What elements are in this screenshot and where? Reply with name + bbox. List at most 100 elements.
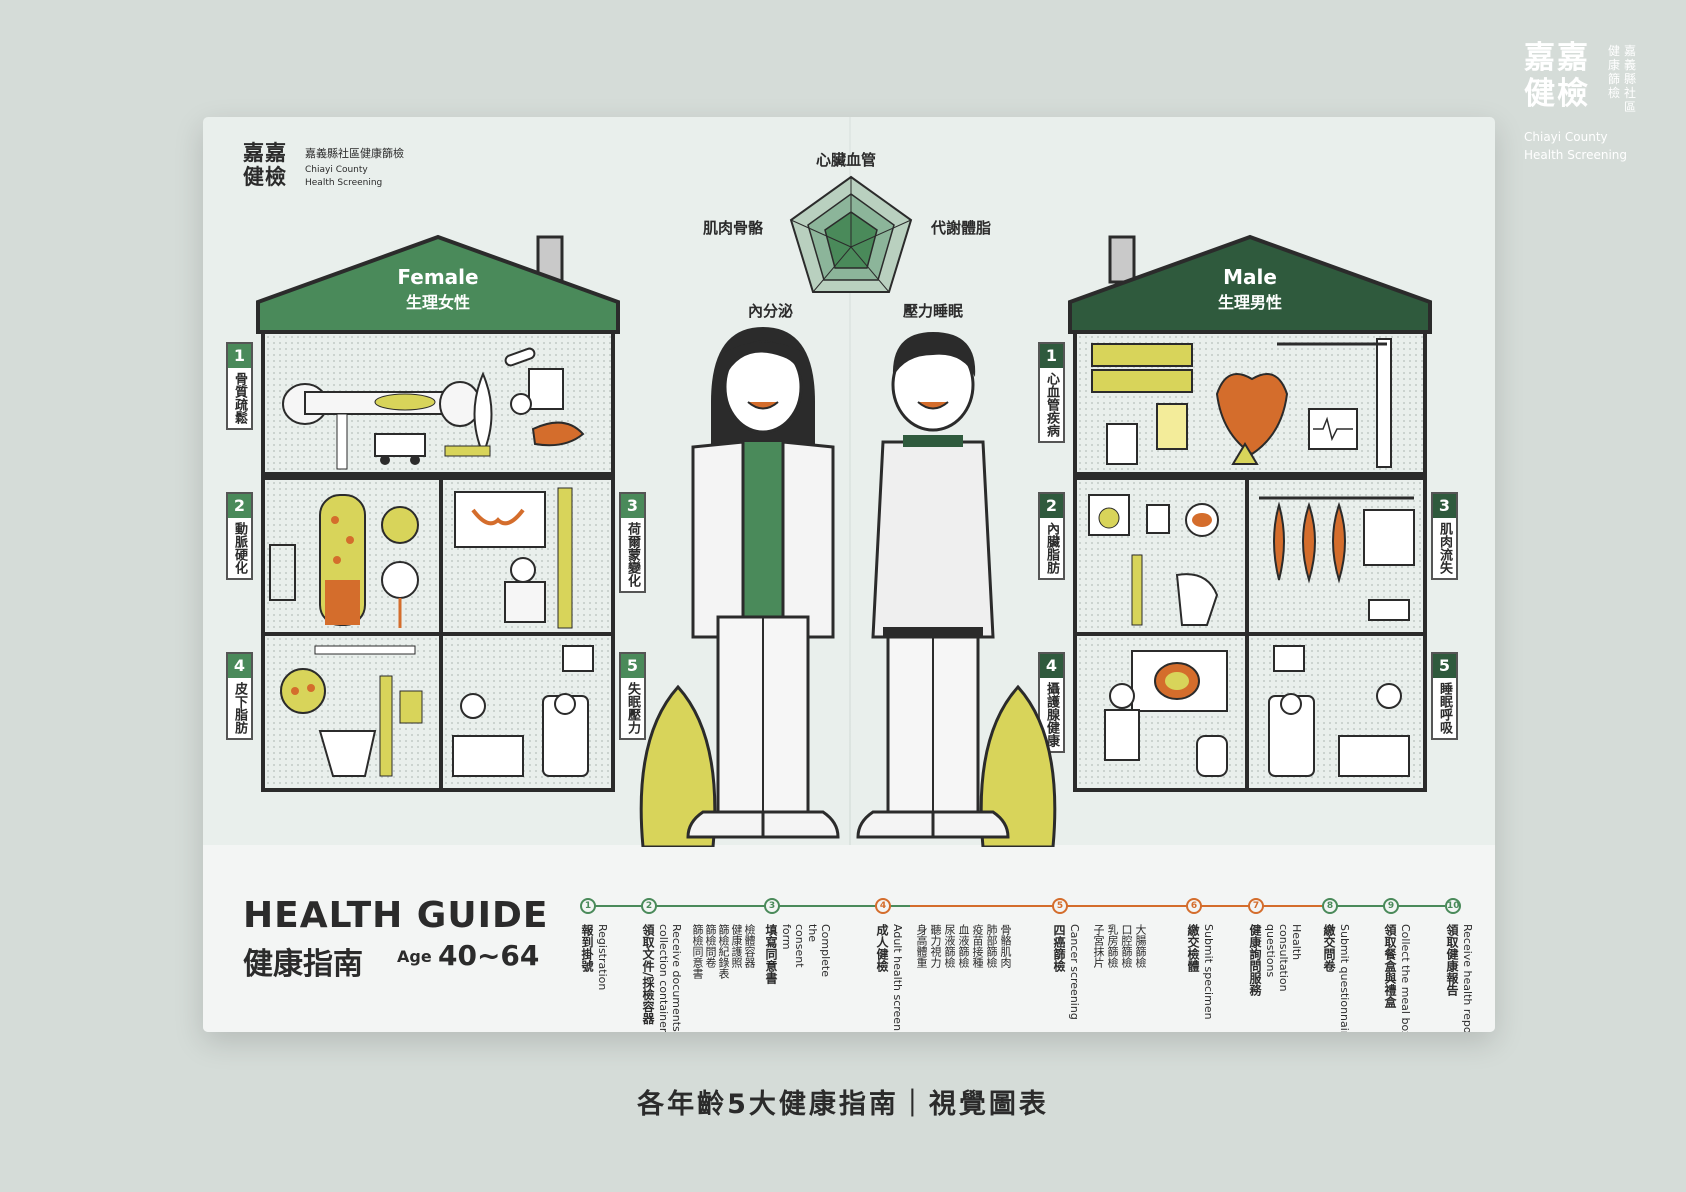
step-6-zh: 繳交檢體: [1186, 924, 1200, 972]
page-caption: 各年齡5大健康指南｜視覺圖表: [637, 1089, 1049, 1120]
guide-title-en: HEALTH GUIDE: [243, 895, 549, 936]
step-4-item-2: 聽力視力: [929, 924, 942, 968]
step-6-number: 6: [1186, 898, 1202, 914]
poster-logo-line1: 嘉嘉: [243, 141, 287, 165]
insomnia-stress-illustration-icon: [452, 645, 594, 777]
male-tag-2-num: 2: [1040, 494, 1063, 518]
female-tag-1-num: 1: [228, 344, 251, 368]
male-tag-1-num: 1: [1040, 344, 1063, 368]
step-4-number: 4: [875, 898, 891, 914]
female-tag-5-num: 5: [621, 654, 644, 678]
step-5-zh: 四癌篩檢: [1052, 924, 1066, 972]
step-3-number: 3: [764, 898, 780, 914]
male-tag-3: 3 肌肉流失: [1431, 492, 1458, 580]
guide-age-range: 40~64: [438, 939, 540, 972]
brand-en-line1: Chiayi County: [1524, 130, 1608, 144]
step-5-item-2: 乳房篩檢: [1106, 924, 1119, 968]
brand-header: 嘉嘉 健檢 嘉義縣社區 健康篩檢 Chiayi County Health Sc…: [1524, 40, 1636, 162]
male-title-zh: 生理男性: [1217, 293, 1282, 312]
poster-org: 嘉義縣社區健康篩檢 Chiayi County Health Screening: [305, 147, 404, 190]
step-4-item-6: 肺部篩檢: [985, 924, 998, 968]
step-8-zh: 繳交問卷: [1322, 924, 1336, 972]
step-6-en: Submit specimen: [1202, 924, 1215, 1020]
step-4-item-1: 身高體重: [915, 924, 928, 968]
step-2-item-3: 篩檢紀錄表: [717, 924, 730, 979]
step-2-item-5: 篩檢同意書: [691, 924, 704, 979]
step-2-item-2: 健康護照: [730, 924, 743, 968]
guide-age-label: Age: [397, 947, 432, 966]
male-tag-2: 2 內臟脂肪: [1038, 492, 1065, 580]
step-2-zh: 領取文件/採檢容器: [641, 924, 655, 1025]
male-floor-3: [1245, 476, 1427, 636]
female-house-title: Female 生理女性: [358, 265, 518, 313]
step-2-item-4: 篩檢問卷: [704, 924, 717, 968]
step-9-en: Collect the meal box: [1399, 924, 1412, 1032]
sleep-breathing-illustration-icon: [1268, 645, 1410, 777]
female-figure-icon: [686, 327, 840, 839]
step-7-zh: 健康詢問服務: [1248, 924, 1262, 996]
muscle-loss-illustration-icon: [1259, 496, 1415, 621]
poster-org-en-2: Health Screening: [305, 178, 383, 188]
steps-timeline: [588, 905, 1445, 907]
brand-english-name: Chiayi County Health Screening: [1524, 128, 1664, 164]
step-8-number: 8: [1322, 898, 1338, 914]
step-10-en: Receive health report: [1461, 924, 1474, 1032]
pentagon-label-bottom-right: 壓力睡眠: [903, 302, 964, 320]
step-10-number: 10: [1445, 898, 1461, 914]
brand-en-line2: Health Screening: [1524, 148, 1628, 162]
pentagon-label-left: 肌肉骨骼: [703, 219, 764, 237]
brand-logo: 嘉嘉 健檢: [1524, 40, 1590, 112]
subcutaneous-fat-illustration-icon: [280, 645, 423, 777]
female-title-zh: 生理女性: [405, 293, 470, 312]
poster-logo-line2: 健檢: [243, 165, 287, 189]
pentagon-label-right: 代謝體脂: [931, 219, 992, 237]
step-4-item-3: 尿液篩檢: [943, 924, 956, 968]
brand-logo-line2: 健檢: [1524, 76, 1590, 112]
step-2-en: Receive documents / collection container: [657, 924, 683, 1032]
male-floor-4: [1073, 632, 1249, 792]
step-4-en: Adult health screening: [891, 924, 904, 1032]
brand-logo-line1: 嘉嘉: [1524, 40, 1590, 76]
step-3-en: Complete the consent form: [780, 924, 832, 978]
step-4-item-5: 疫苗接種: [971, 924, 984, 968]
brand-vertical-text-2: 健康篩檢: [1608, 44, 1621, 100]
step-5-item-1: 子宮抹片: [1092, 924, 1105, 968]
bone-density-illustration-icon: [282, 347, 585, 470]
male-tag-4: 4 攝護腺健康: [1038, 652, 1065, 753]
poster-org-en-1: Chiayi County: [305, 165, 368, 175]
step-4-item-4: 血液篩檢: [957, 924, 970, 968]
hormone-change-illustration-icon: [454, 487, 573, 629]
step-2-item-1: 檢體容器: [743, 924, 756, 968]
pentagon-radar-icon: [789, 175, 913, 293]
step-9-zh: 領取餐盒與禮盒: [1383, 924, 1397, 1008]
female-tag-4-label: 皮下脂肪: [232, 682, 247, 734]
poster-logo: 嘉嘉 健檢: [243, 141, 287, 189]
female-floor-1: [261, 330, 615, 476]
male-tag-4-num: 4: [1040, 654, 1063, 678]
step-8-en: Submit questionnaire: [1338, 924, 1351, 1032]
male-tag-2-label: 內臟脂肪: [1044, 522, 1059, 574]
male-tag-3-label: 肌肉流失: [1437, 522, 1452, 574]
arteriosclerosis-illustration-icon: [269, 494, 419, 628]
step-9-number: 9: [1383, 898, 1399, 914]
male-tag-4-label: 攝護腺健康: [1044, 682, 1059, 747]
step-3-zh: 填寫同意書: [764, 924, 778, 984]
step-4-item-7: 骨骼肌肉: [999, 924, 1012, 968]
pentagon-label-top: 心臟血管: [816, 151, 877, 169]
step-7-en: Health consultation questions: [1264, 924, 1303, 992]
cardiovascular-illustration-icon: [1091, 338, 1392, 468]
step-5-item-3: 口腔篩檢: [1120, 924, 1133, 968]
female-tag-1-label: 骨質疏鬆: [232, 372, 247, 424]
female-tag-4-num: 4: [228, 654, 251, 678]
figures-illustration: [639, 327, 1057, 847]
male-floor-1: [1073, 330, 1427, 476]
female-tag-2-label: 動脈硬化: [232, 522, 247, 574]
female-floor-5: [439, 632, 615, 792]
step-5-number: 5: [1052, 898, 1068, 914]
prostate-health-illustration-icon: [1104, 650, 1228, 777]
male-tag-3-num: 3: [1433, 494, 1456, 518]
male-tag-5-num: 5: [1433, 654, 1456, 678]
